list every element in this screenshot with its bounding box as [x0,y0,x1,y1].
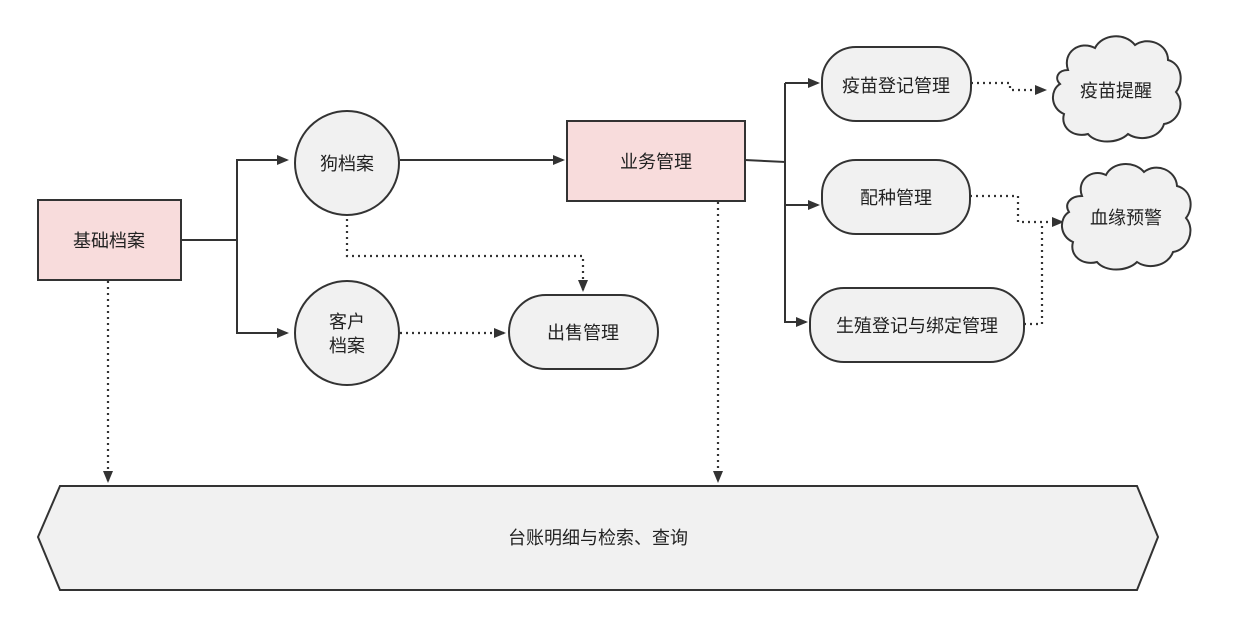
node-reproduction-registration-label: 生殖登记与绑定管理 [836,315,998,337]
node-bloodline-warning-label: 血缘预警 [1090,208,1162,229]
node-bloodline-warning: 血缘预警 [1061,163,1192,271]
edge-business-trunk [744,83,786,164]
node-vaccine-reminder-label: 疫苗提醒 [1080,81,1152,102]
node-dog-archive: 狗档案 [294,110,400,216]
node-reproduction-registration: 生殖登记与绑定管理 [809,287,1025,363]
node-breeding-management: 配种管理 [821,159,971,235]
node-business-management: 业务管理 [566,120,746,202]
edge-dog-to-sales [345,213,588,292]
node-basic-archive-label: 基础档案 [73,231,145,252]
node-breeding-management-label: 配种管理 [860,188,932,209]
node-customer-archive-label-line1: 客户 [329,312,365,333]
node-basic-archive: 基础档案 [37,199,182,281]
node-vaccine-registration: 疫苗登记管理 [821,46,972,122]
node-business-management-label: 业务管理 [620,152,692,173]
edge-basic-to-customer [236,240,289,338]
node-vaccine-reminder: 疫苗提醒 [1052,35,1182,143]
node-customer-archive: 客户 档案 [294,280,400,386]
node-vaccine-registration-label: 疫苗登记管理 [842,76,950,97]
edge-basic-to-dog [181,155,289,241]
node-ledger-query: 台账明细与检索、查询 [36,485,1160,591]
edge-business-to-breeding [784,162,820,210]
edge-breeding-to-bloodline [970,194,1064,227]
node-ledger-query-label: 台账明细与检索、查询 [508,528,688,549]
edge-reproduction-to-bloodline [1024,222,1044,326]
node-sales-management: 出售管理 [508,294,659,370]
edge-vaccine-to-reminder [971,81,1047,95]
node-customer-archive-label-line2: 档案 [329,336,365,357]
edge-business-to-reproduction [784,205,808,327]
node-dog-archive-label: 狗档案 [320,154,374,175]
node-sales-management-label: 出售管理 [547,323,619,344]
